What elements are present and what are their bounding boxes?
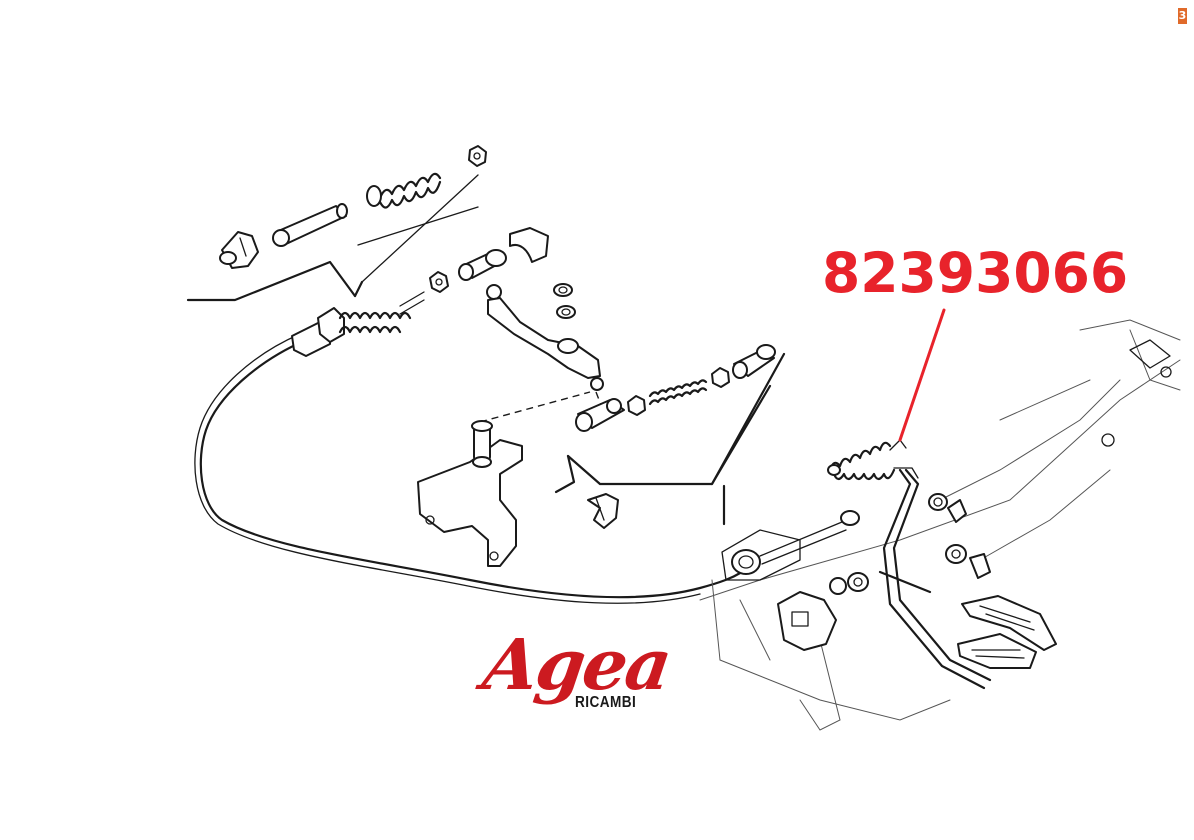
top-left-parts-group [219,145,487,269]
hex-nut-part [468,145,487,167]
center-bushing-parts [458,227,549,281]
adjuster-nut-part [429,271,449,293]
pedal-bushing-parts [829,572,869,595]
clutch-cable [194,271,744,604]
pedal-box-assembly [699,319,1181,731]
rod-end-fitting-part [732,344,776,379]
logo-subtitle-text: RICAMBI [575,694,637,711]
logo-brand-text: Agea [478,623,676,706]
clutch-pedal-arm-part [878,468,992,690]
clevis-part [575,398,625,432]
clutch-pedal-pad-part [957,633,1037,669]
part-number-callout: 82393066 [822,241,1129,305]
cable-firewall-fitting [731,510,860,575]
spring-clip-part [587,493,619,529]
corner-badge: 3 [1178,8,1187,24]
adjuster-rod-parts [575,344,776,432]
half-shell-bushing-part [509,227,549,263]
washer-parts [553,283,576,319]
top-left-bracket-lines [186,174,479,302]
bushing-part [458,249,507,281]
rod-nut-part [711,367,730,388]
callout-leader-line [898,308,946,442]
threaded-rod-part [648,379,708,406]
pivot-bolt-part [471,420,493,468]
locator-dashed-line [479,391,591,423]
cable-clip-part [219,231,259,269]
pedal-mount-block-part [777,591,837,651]
pedal-mount-bracket-part [417,420,523,567]
brake-pedal-pad-part [961,595,1057,651]
rod-bracket-lines [554,352,786,526]
pedal-side-washers [928,493,991,579]
lock-nut-part [627,395,646,416]
pivot-pin-part [272,203,348,247]
cable-adjuster-housing [291,291,425,357]
pedal-return-spring-part [827,439,919,481]
release-lever-part [486,284,604,391]
coil-spring-part [366,172,442,209]
